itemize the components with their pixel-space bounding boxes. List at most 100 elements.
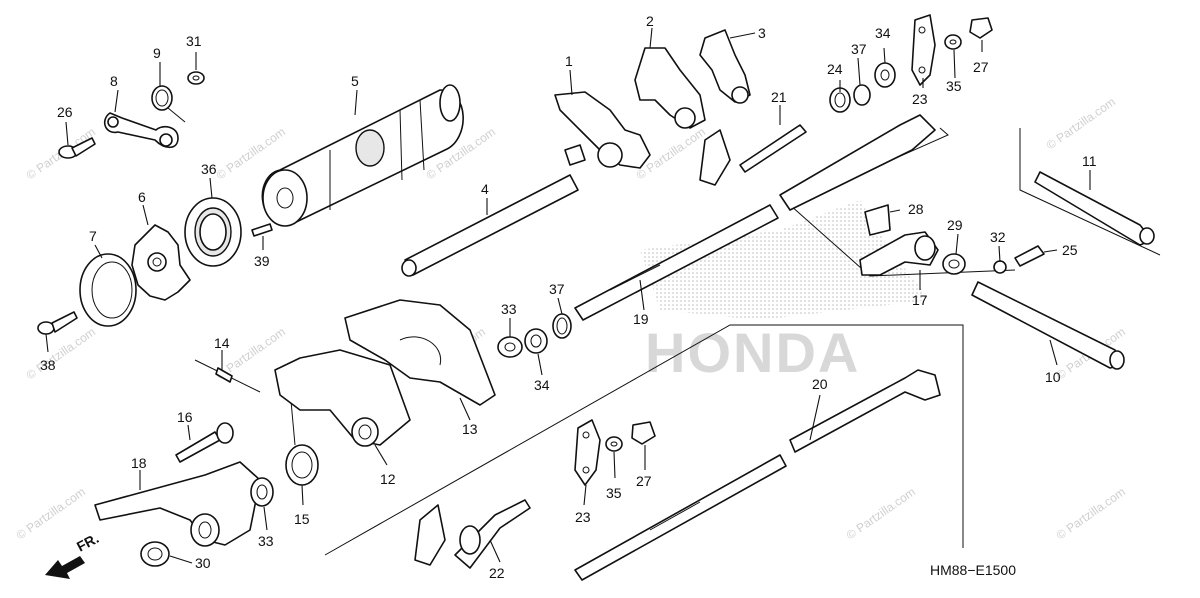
callout-31: 31 xyxy=(186,33,202,49)
wing-logo-icon xyxy=(640,200,930,320)
callout-10: 10 xyxy=(1045,369,1061,385)
part-35-washer-center xyxy=(605,436,623,452)
callout-34-center: 34 xyxy=(534,377,550,393)
part-25-bolt xyxy=(1014,245,1045,267)
callout-3: 3 xyxy=(758,25,766,41)
part-22-shifter xyxy=(414,499,531,569)
callout-2: 2 xyxy=(646,13,654,29)
part-34-washer-center xyxy=(524,328,548,354)
callout-14: 14 xyxy=(214,335,230,351)
part-23-arm-top xyxy=(911,14,936,86)
callout-4: 4 xyxy=(481,181,489,197)
callout-1: 1 xyxy=(565,53,573,69)
front-arrow-icon xyxy=(45,556,85,579)
front-direction-indicator: FR. xyxy=(45,530,101,579)
callout-36: 36 xyxy=(201,161,217,177)
part-7-plate xyxy=(79,253,137,327)
part-14-spring xyxy=(194,359,261,393)
part-27-nut-top xyxy=(969,17,993,39)
frame-line xyxy=(324,324,964,556)
callout-35-top: 35 xyxy=(946,78,962,94)
part-9-spring xyxy=(151,85,186,123)
watermark: © Partzilla.com xyxy=(1054,485,1128,543)
callout-15: 15 xyxy=(294,511,310,527)
brand-logo: HONDA xyxy=(640,200,930,384)
part-35-washer-top xyxy=(944,34,962,50)
callout-9: 9 xyxy=(153,45,161,61)
callout-13: 13 xyxy=(462,421,478,437)
callout-21: 21 xyxy=(771,89,787,105)
part-18-shift-arm xyxy=(94,461,261,547)
part-31-washer xyxy=(187,71,205,85)
frame-line xyxy=(1019,128,1161,256)
callout-26: 26 xyxy=(57,104,73,120)
callout-30: 30 xyxy=(195,555,211,571)
callout-24: 24 xyxy=(827,61,843,77)
part-37-clip-center xyxy=(552,313,572,339)
callout-38: 38 xyxy=(40,357,56,373)
part-16-bolt xyxy=(175,422,234,463)
part-34-washer-top xyxy=(874,62,896,88)
callout-labels: 1 2 3 4 5 6 7 8 9 10 11 12 13 14 15 16 1… xyxy=(40,13,1097,581)
part-27-nut-center xyxy=(631,421,656,445)
callout-27-center: 27 xyxy=(636,473,652,489)
callout-20: 20 xyxy=(812,376,828,392)
part-30-seal xyxy=(140,541,170,567)
part-21-shaft xyxy=(699,124,807,186)
callout-35-center: 35 xyxy=(606,485,622,501)
callout-39: 39 xyxy=(254,253,270,269)
part-20-shaft xyxy=(574,369,941,581)
callout-22: 22 xyxy=(489,565,505,581)
part-38-bolt xyxy=(37,311,78,335)
callout-5: 5 xyxy=(351,73,359,89)
watermark: © Partzilla.com xyxy=(844,485,918,543)
callout-34-top: 34 xyxy=(875,25,891,41)
part-5-shift-drum xyxy=(261,84,464,227)
part-33-washer xyxy=(250,477,274,507)
callout-16: 16 xyxy=(177,409,193,425)
callout-8: 8 xyxy=(110,73,118,89)
part-36-bearing xyxy=(184,197,242,267)
callout-17: 17 xyxy=(912,292,928,308)
part-13-guide-plate xyxy=(344,299,496,406)
group-frames xyxy=(324,127,1161,556)
part-24-spring xyxy=(829,87,851,113)
callout-6: 6 xyxy=(138,189,146,205)
part-12-shift-plate xyxy=(274,349,411,447)
callout-12: 12 xyxy=(380,471,396,487)
callout-27-top: 27 xyxy=(973,59,989,75)
part-39-pin xyxy=(251,223,273,237)
part-23-arm-center xyxy=(574,419,601,486)
callout-28: 28 xyxy=(908,201,924,217)
diagram-code: HM88−E1500 xyxy=(930,562,1016,578)
part-19-shaft xyxy=(574,114,936,321)
logo-wordmark: HONDA xyxy=(645,321,860,384)
callout-29: 29 xyxy=(947,217,963,233)
part-1-shift-fork xyxy=(554,91,651,169)
part-2-shift-fork xyxy=(634,47,706,129)
callout-33-center: 33 xyxy=(501,301,517,317)
callout-23-center: 23 xyxy=(575,509,591,525)
part-32-washer xyxy=(993,260,1007,274)
part-33-washer-center xyxy=(497,336,523,358)
callout-37-top: 37 xyxy=(851,41,867,57)
part-29-washer xyxy=(942,253,966,275)
part-10-shaft xyxy=(971,281,1125,370)
part-4-shaft xyxy=(401,174,579,277)
callout-18: 18 xyxy=(131,455,147,471)
parts xyxy=(37,14,1155,581)
callout-23-top: 23 xyxy=(912,91,928,107)
leader-lines xyxy=(45,27,1091,564)
part-11-shaft xyxy=(1034,171,1155,246)
watermark: © Partzilla.com xyxy=(24,325,98,383)
callout-25: 25 xyxy=(1062,242,1078,258)
watermark: © Partzilla.com xyxy=(1044,95,1118,153)
part-17-arm xyxy=(859,231,939,276)
callout-19: 19 xyxy=(633,311,649,327)
callout-33-left: 33 xyxy=(258,533,274,549)
part-37-clip-top xyxy=(853,84,871,106)
watermark: © Partzilla.com xyxy=(14,485,88,543)
callout-32: 32 xyxy=(990,229,1006,245)
front-label: FR. xyxy=(74,530,101,555)
